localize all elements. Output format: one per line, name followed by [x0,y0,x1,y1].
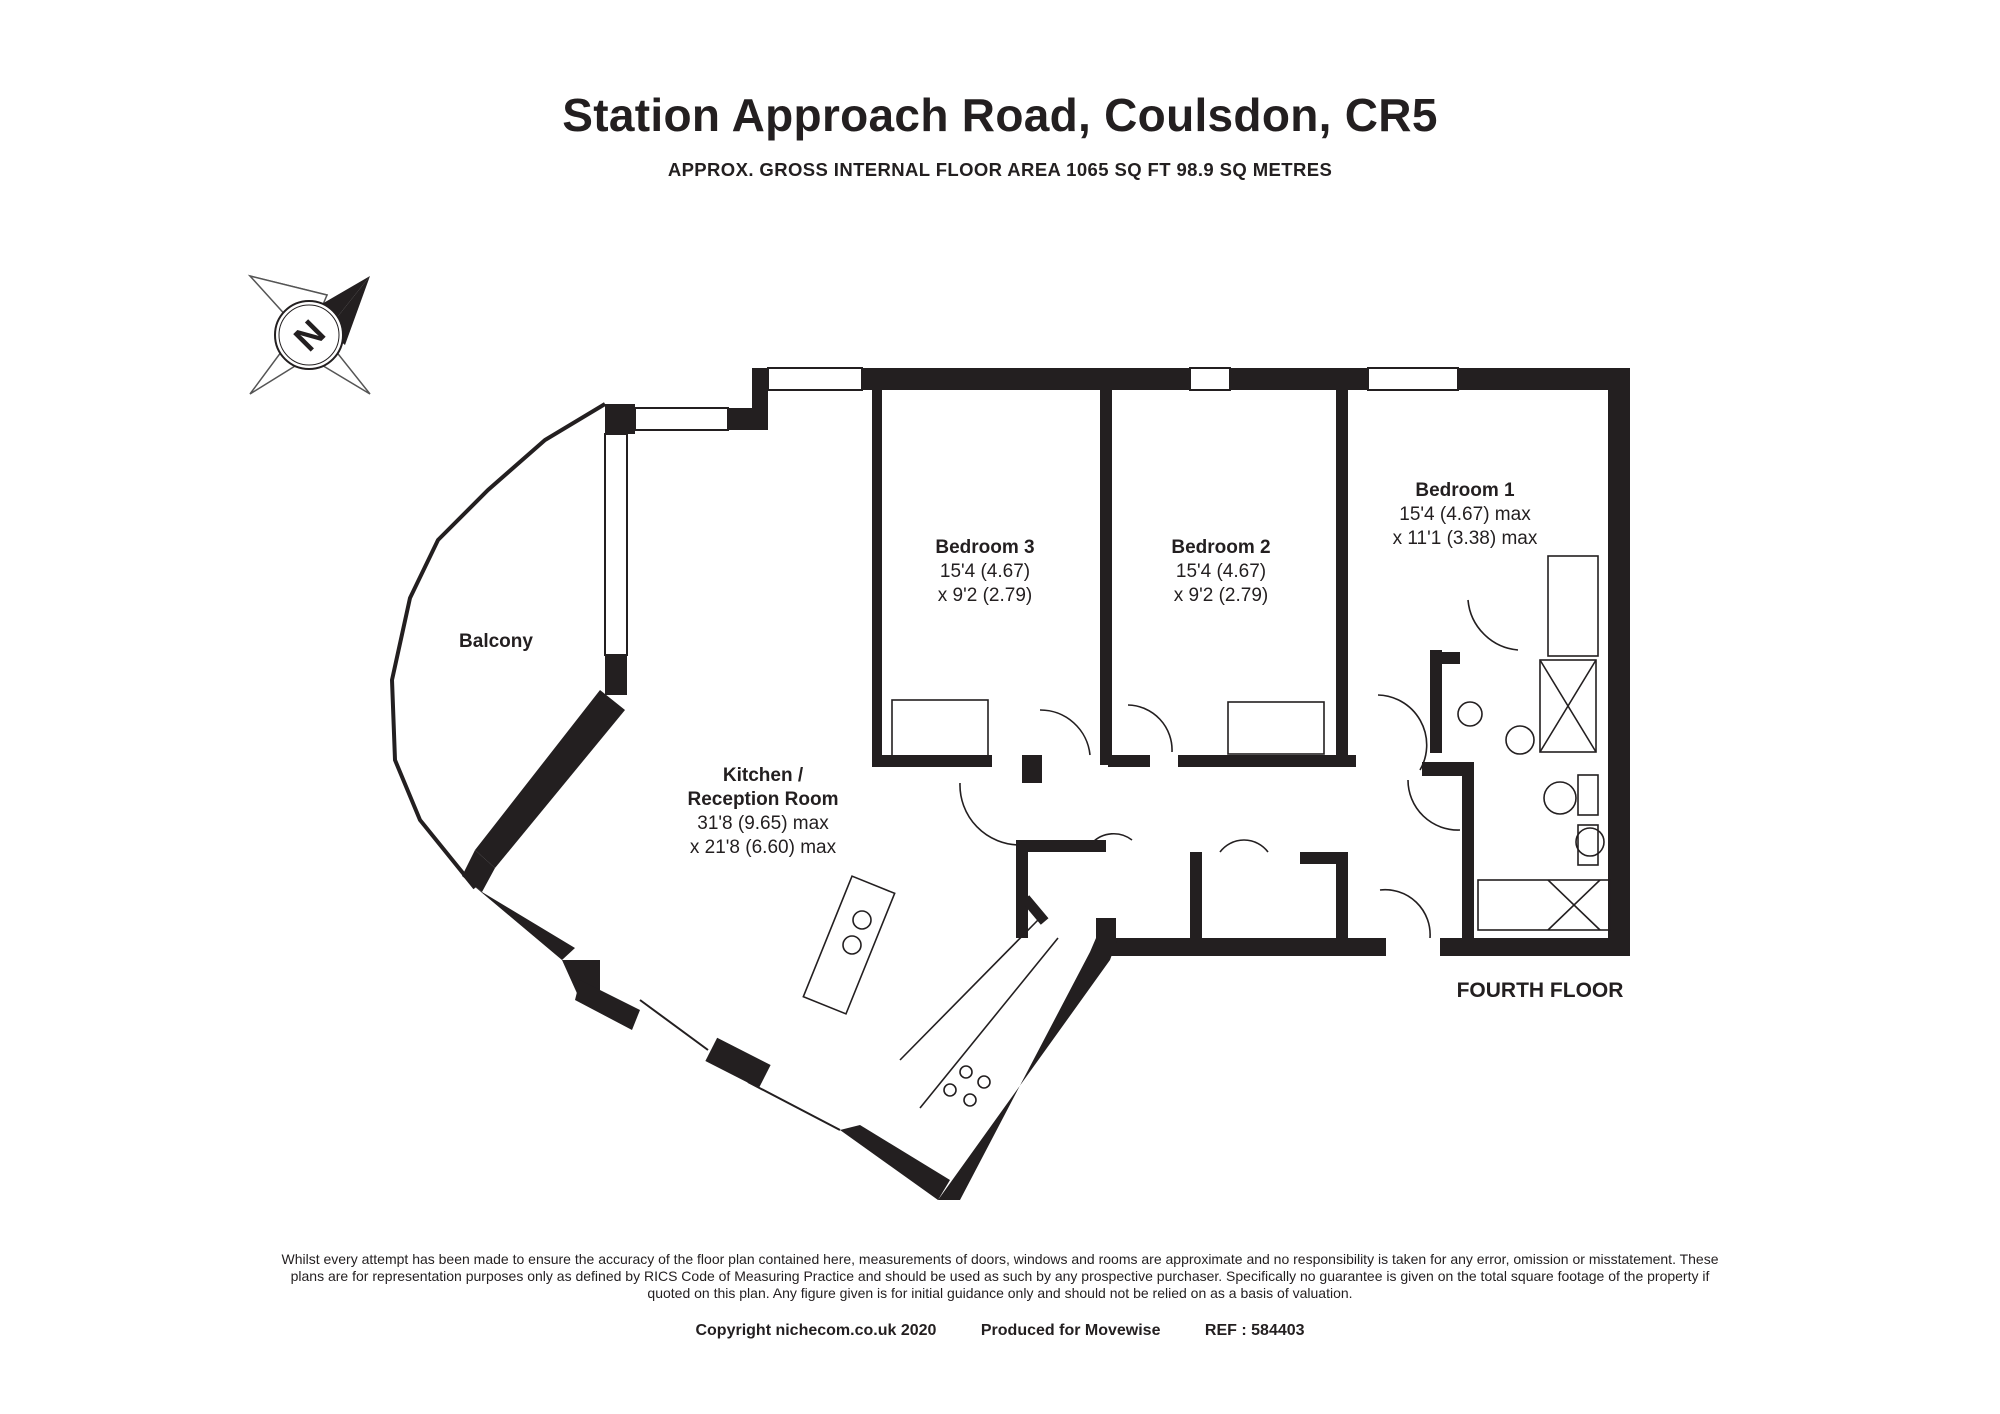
footer-produced: Produced for Movewise [980,1322,1161,1339]
balcony-label: Balcony [459,631,533,652]
windows [604,367,1459,1131]
footer-copyright: Copyright nichecom.co.uk 2020 [695,1322,937,1339]
fittings [802,555,1611,1109]
bedroom1-dim-1: 15'4 (4.67) max [1399,504,1531,525]
footer-ref: REF : 584403 [1204,1322,1305,1339]
bedroom3-dim-2: x 9'2 (2.79) [938,585,1032,606]
kitchen-dim-1: 31'8 (9.65) max [697,813,829,834]
floor-area-subtitle: APPROX. GROSS INTERNAL FLOOR AREA 1065 S… [667,159,1333,180]
bedroom2-dim-1: 15'4 (4.67) [1176,561,1266,582]
bedroom1-dim-2: x 11'1 (3.38) max [1393,528,1538,549]
plan-title: Station Approach Road, Coulsdon, CR5 [562,89,1438,141]
bedroom3-dim-1: 15'4 (4.67) [940,561,1030,582]
kitchen-label: Kitchen / [723,765,804,786]
floor-label: FOURTH FLOOR [1457,979,1624,1002]
bedroom3-label: Bedroom 3 [935,537,1034,558]
bedroom2-label: Bedroom 2 [1171,537,1270,558]
kitchen-dim-2: x 21'8 (6.60) max [690,837,837,858]
interior-walls [872,390,1474,938]
outer-walls [462,368,1630,1200]
bedroom2-dim-2: x 9'2 (2.79) [1174,585,1268,606]
disclaimer-text: Whilst every attempt has been made to en… [281,1251,1719,1301]
kitchen-label-2: Reception Room [688,789,839,810]
bedroom1-label: Bedroom 1 [1415,480,1515,501]
balcony-outline [389,402,607,890]
compass-icon: N [247,274,371,395]
footer: Copyright nichecom.co.uk 2020 Produced f… [0,1322,2000,1340]
